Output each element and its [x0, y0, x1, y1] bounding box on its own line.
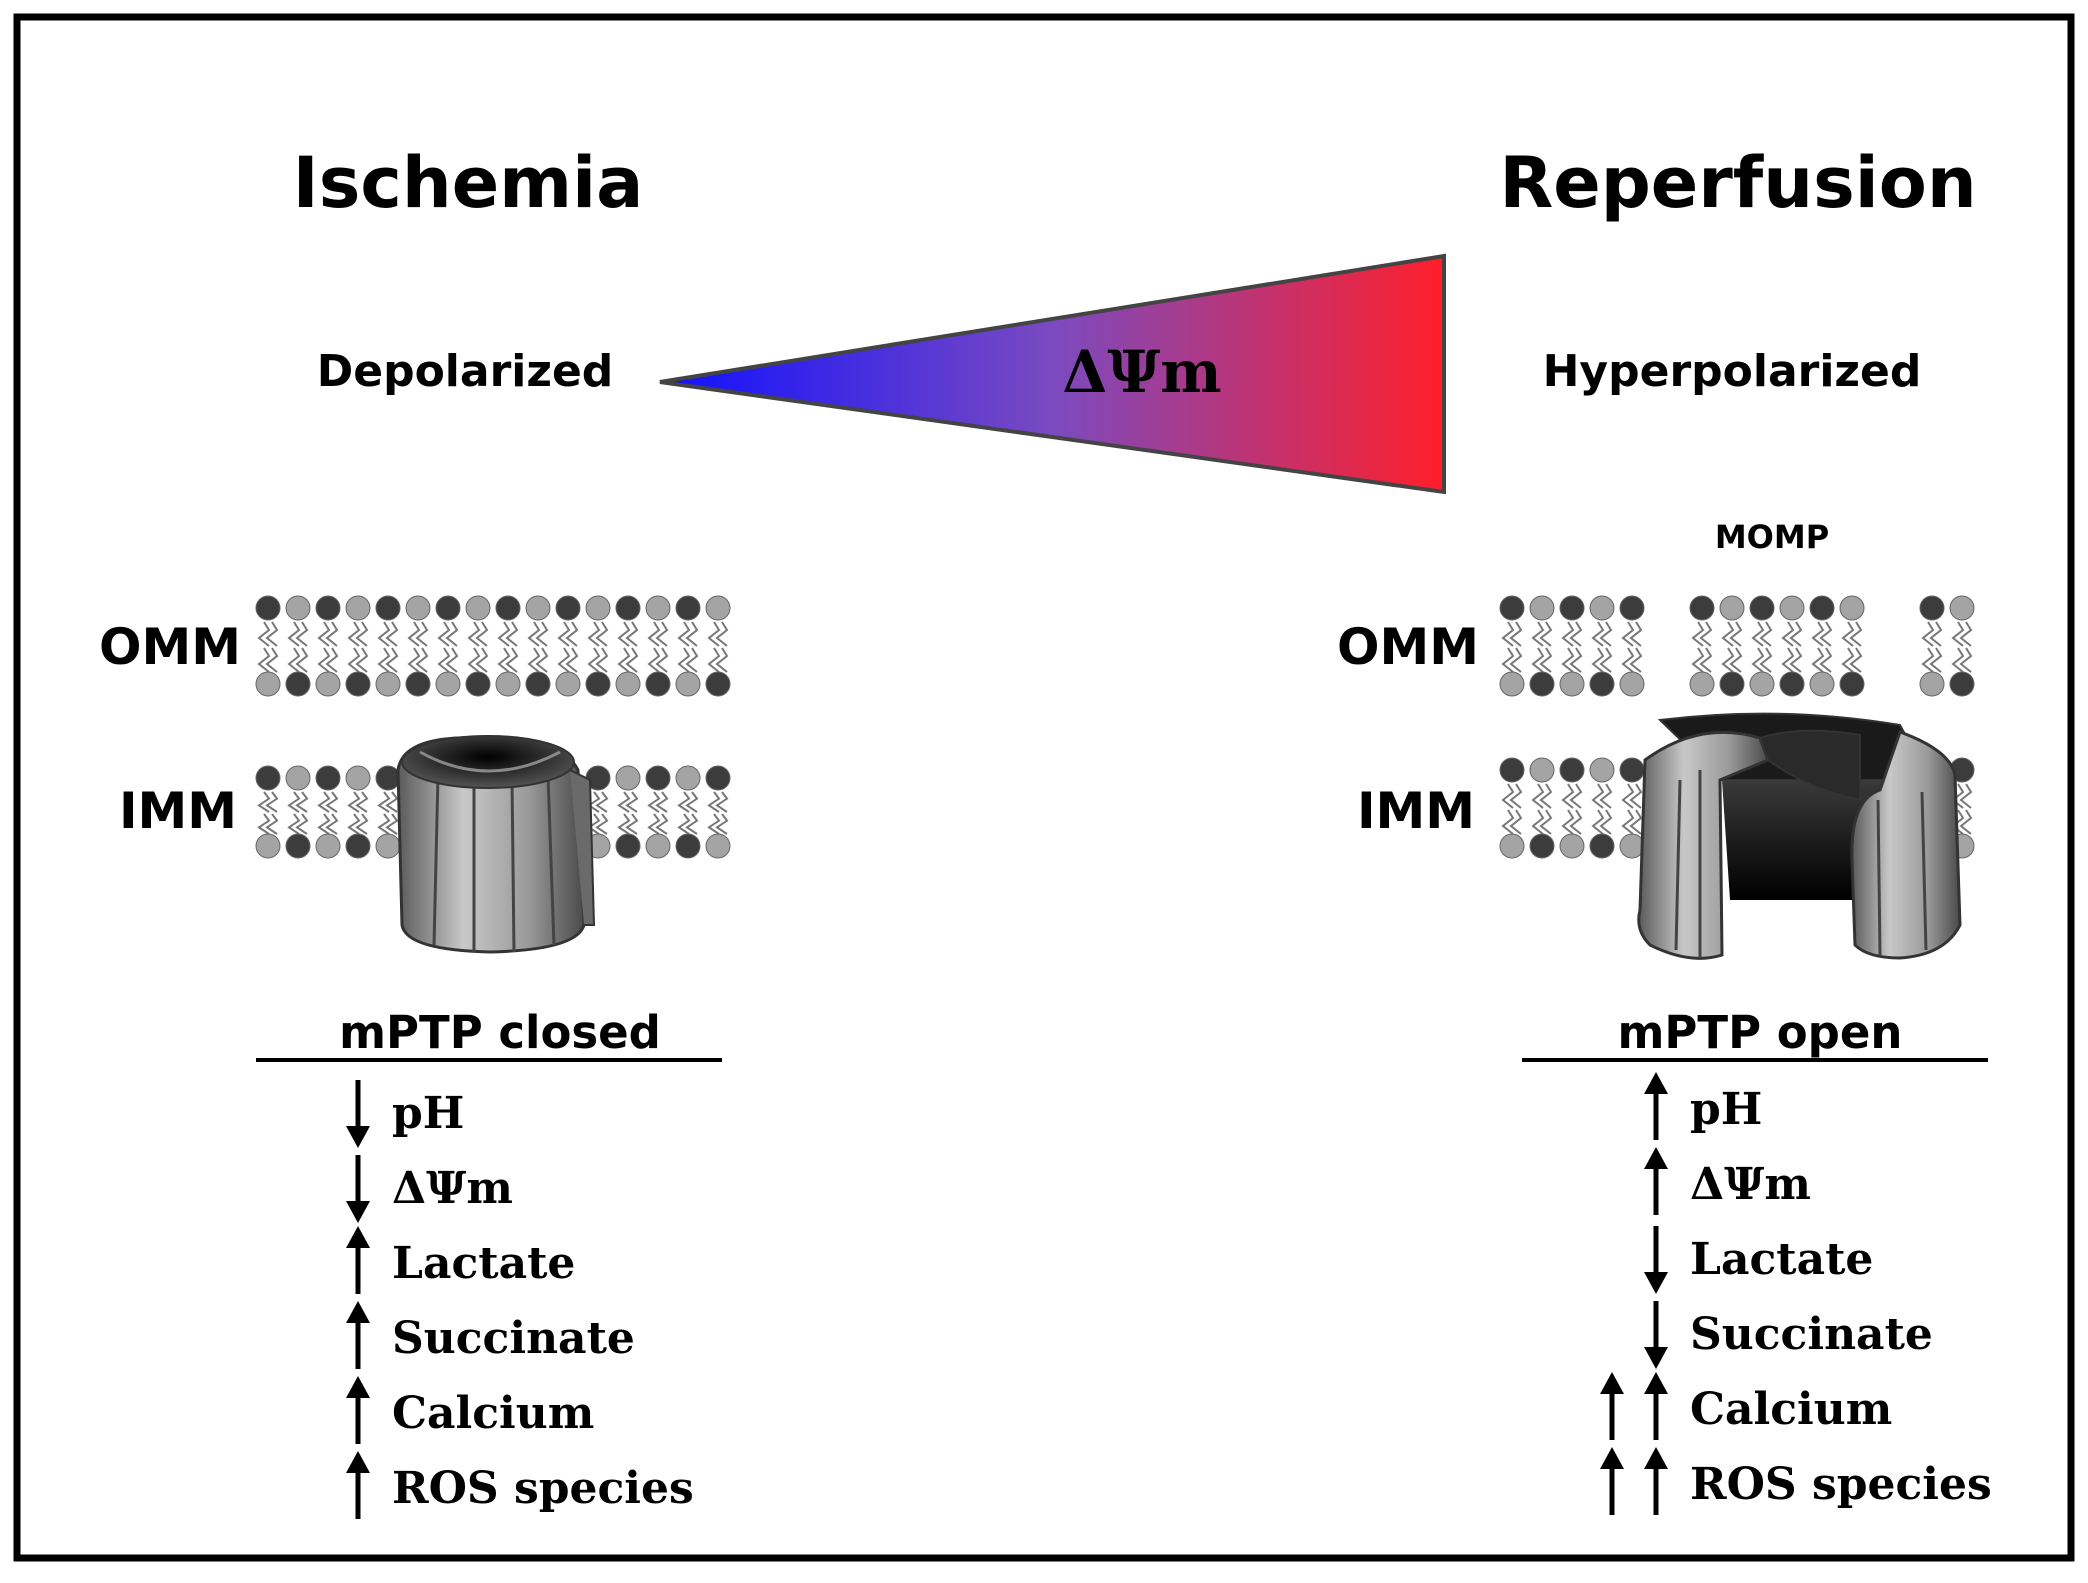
- up-arrow-icon: [1644, 1147, 1668, 1215]
- up-arrow-icon: [1600, 1372, 1668, 1440]
- mptp-open-label: mPTP open: [1618, 1006, 1903, 1059]
- open-mptp-pore-icon: [1637, 712, 1962, 960]
- factor-label: pH: [392, 1088, 464, 1139]
- down-arrow-icon: [1644, 1301, 1668, 1369]
- right-outer-membrane-seg-3: [1919, 595, 1975, 697]
- down-arrow-icon: [1644, 1226, 1668, 1294]
- factor-row: pH: [346, 1080, 464, 1148]
- factor-row: Lactate: [346, 1226, 575, 1294]
- factor-row: Succinate: [346, 1301, 635, 1369]
- factor-label: ΔΨm: [392, 1163, 513, 1214]
- left-omm-label: OMM: [99, 618, 241, 676]
- down-arrow-icon: [346, 1155, 370, 1223]
- factor-row: pH: [1644, 1072, 1762, 1140]
- ischemia-title: Ischemia: [293, 142, 644, 224]
- factor-row: Succinate: [1644, 1301, 1933, 1369]
- up-arrow-icon: [346, 1226, 370, 1294]
- factor-label: Succinate: [392, 1313, 635, 1364]
- factor-label: ROS species: [392, 1463, 694, 1514]
- closed-mptp-pore-icon: [396, 735, 596, 954]
- down-arrow-icon: [346, 1080, 370, 1148]
- factor-label: Lactate: [392, 1238, 575, 1289]
- factor-row: Calcium: [346, 1376, 594, 1444]
- up-arrow-icon: [1644, 1072, 1668, 1140]
- membrane-potential-gradient-wedge: [659, 253, 1446, 495]
- left-imm-label: IMM: [119, 782, 237, 840]
- right-outer-membrane-seg-2: [1689, 595, 1865, 697]
- left-inner-membrane-right: [585, 765, 731, 859]
- factor-label: Lactate: [1690, 1234, 1873, 1285]
- factor-row: Calcium: [1600, 1372, 1892, 1440]
- right-outer-membrane-seg-1: [1499, 595, 1645, 697]
- right-inner-membrane-left: [1499, 757, 1645, 859]
- factor-row: ΔΨm: [346, 1155, 513, 1223]
- up-arrow-icon: [346, 1301, 370, 1369]
- factor-label: Calcium: [1690, 1384, 1892, 1435]
- figure-border: [13, 13, 2075, 1562]
- factor-label: ΔΨm: [1690, 1159, 1811, 1210]
- left-inner-membrane-left: [255, 765, 401, 859]
- factor-label: ROS species: [1690, 1459, 1992, 1510]
- factor-row: ROS species: [1600, 1447, 1992, 1515]
- depolarized-label: Depolarized: [317, 346, 614, 397]
- factor-row: ΔΨm: [1644, 1147, 1811, 1215]
- right-omm-label: OMM: [1337, 618, 1479, 676]
- reperfusion-title: Reperfusion: [1499, 142, 1976, 224]
- hyperpolarized-label: Hyperpolarized: [1543, 346, 1922, 397]
- up-arrow-icon: [346, 1376, 370, 1444]
- right-imm-label: IMM: [1357, 782, 1475, 840]
- factor-row: ROS species: [346, 1451, 694, 1519]
- factor-label: Calcium: [392, 1388, 594, 1439]
- momp-label: MOMP: [1715, 518, 1829, 556]
- up-arrow-icon: [346, 1451, 370, 1519]
- wedge-label: ΔΨm: [1062, 338, 1221, 406]
- factor-label: pH: [1690, 1084, 1762, 1135]
- mptp-closed-label: mPTP closed: [339, 1006, 661, 1059]
- up-arrow-icon: [1600, 1447, 1668, 1515]
- left-outer-membrane: [255, 595, 731, 697]
- lipid-bilayers: [255, 595, 1975, 859]
- factor-row: Lactate: [1644, 1226, 1873, 1294]
- factor-label: Succinate: [1690, 1309, 1933, 1360]
